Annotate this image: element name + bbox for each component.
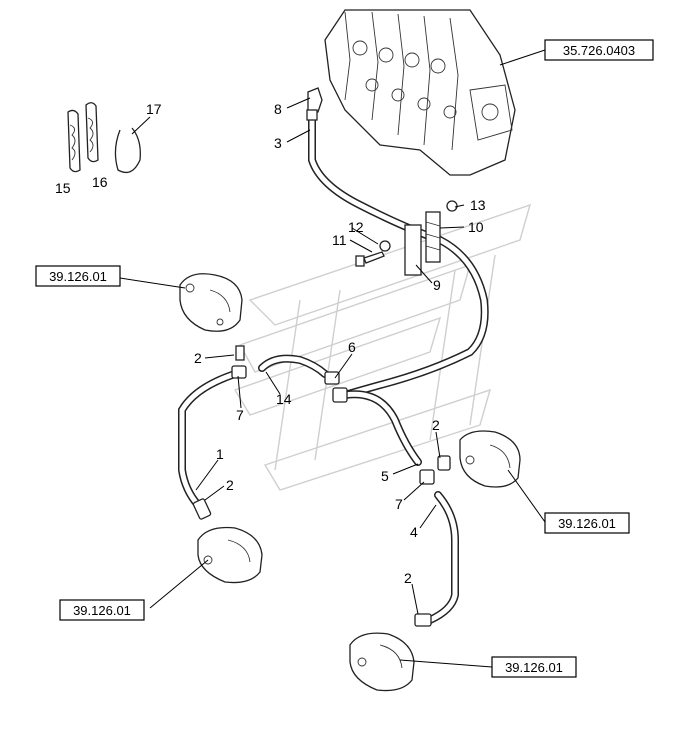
part-label-12: 12 xyxy=(348,219,364,235)
motor-lower-left xyxy=(197,526,263,584)
part-label-3: 3 xyxy=(274,135,282,151)
part-label-7-left: 7 xyxy=(236,407,244,423)
part-labels: 8 3 17 15 16 13 10 12 11 9 2 7 14 6 1 2 … xyxy=(55,101,486,586)
connector-2-lower-left xyxy=(192,498,212,520)
part-label-13: 13 xyxy=(470,197,486,213)
part-label-15: 15 xyxy=(55,180,71,196)
part-label-8: 8 xyxy=(274,101,282,117)
part-label-2-lower-left: 2 xyxy=(226,477,234,493)
part-label-6: 6 xyxy=(348,339,356,355)
reference-box-lower-left-motor[interactable]: 39.126.01 xyxy=(59,599,145,621)
leader-lines xyxy=(119,49,546,668)
reference-label-lower-left-motor: 39.126.01 xyxy=(73,603,131,618)
bolt-11 xyxy=(355,240,391,267)
reference-box-valve[interactable]: 35.726.0403 xyxy=(544,39,654,61)
part-label-7-right: 7 xyxy=(395,496,403,512)
hose-1 xyxy=(178,371,236,509)
hose-4 xyxy=(426,491,459,624)
part-label-14: 14 xyxy=(276,391,292,407)
part-label-16: 16 xyxy=(92,174,108,190)
part-label-10: 10 xyxy=(468,219,484,235)
hose-3 xyxy=(308,114,489,399)
clip-17 xyxy=(114,127,141,174)
reference-label-bottom-motor: 39.126.01 xyxy=(505,660,563,675)
reference-box-right-motor[interactable]: 39.126.01 xyxy=(544,512,630,534)
reference-label-upper-left-motor: 39.126.01 xyxy=(49,269,107,284)
hose-14 xyxy=(258,354,329,378)
clamp-strip-16 xyxy=(85,102,99,163)
elbow-fitting-8 xyxy=(306,87,323,121)
clamp-bracket-9 xyxy=(404,211,441,276)
reference-box-bottom-motor[interactable]: 39.126.01 xyxy=(491,656,577,678)
part-label-9: 9 xyxy=(433,277,441,293)
part-label-11: 11 xyxy=(332,232,347,248)
control-valve xyxy=(324,9,516,176)
tee-fitting-7-right xyxy=(419,455,451,485)
tee-fitting-6 xyxy=(324,371,348,403)
clamp-strip-15 xyxy=(67,109,81,173)
tee-fitting-7-left xyxy=(231,345,247,379)
reference-box-upper-left-motor[interactable]: 39.126.01 xyxy=(35,265,121,287)
part-label-2-bottom: 2 xyxy=(404,570,412,586)
part-label-5: 5 xyxy=(381,468,389,484)
motor-upper-left xyxy=(179,273,243,332)
reference-label-valve: 35.726.0403 xyxy=(563,43,635,58)
part-label-4: 4 xyxy=(410,524,418,540)
motor-right xyxy=(459,430,521,488)
nut-13 xyxy=(446,200,458,212)
hose-5 xyxy=(341,390,422,466)
part-label-2-right: 2 xyxy=(432,417,440,433)
motor-bottom xyxy=(349,632,415,692)
part-label-2-upper-left: 2 xyxy=(194,350,202,366)
part-label-17: 17 xyxy=(146,101,162,117)
part-label-1: 1 xyxy=(216,446,224,462)
reference-label-right-motor: 39.126.01 xyxy=(558,516,616,531)
connector-2-bottom xyxy=(414,613,432,627)
